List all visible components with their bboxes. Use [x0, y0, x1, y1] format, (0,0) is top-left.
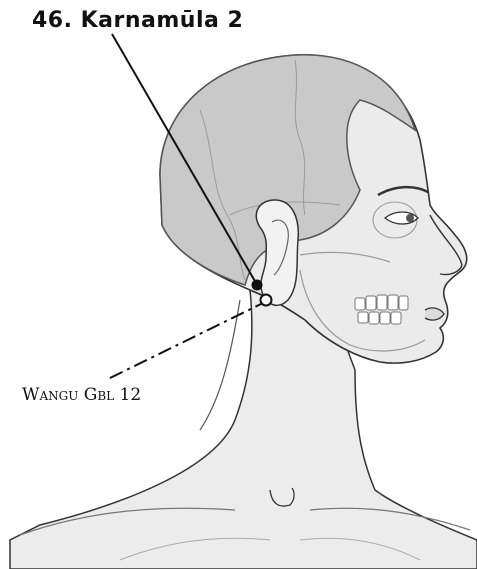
teeth — [355, 295, 408, 324]
neck-back-line — [200, 300, 240, 430]
secondary-point-marker — [261, 295, 272, 306]
secondary-point-label: Wangu Gbl 12 — [22, 385, 141, 405]
primary-point-label: 46. Karnamūla 2 — [32, 8, 243, 33]
iris — [406, 214, 414, 222]
primary-point-marker — [252, 280, 263, 291]
secondary-leader-line — [110, 303, 263, 378]
